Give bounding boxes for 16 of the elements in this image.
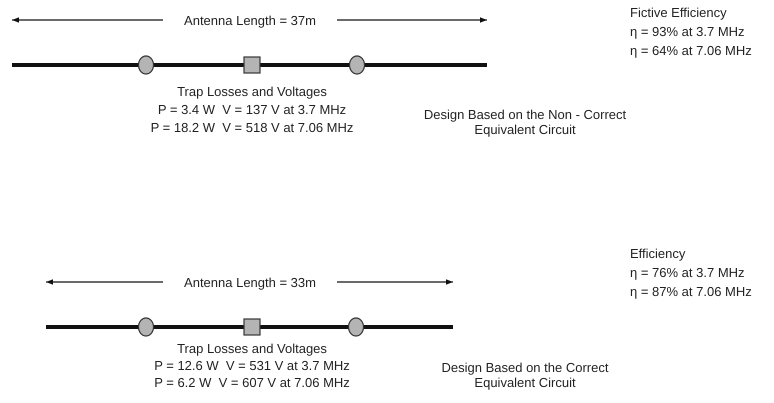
efficiency-value: η = 76% at 3.7 MHz bbox=[630, 265, 745, 280]
trap-value: P = 6.2 W V = 607 V at 7.06 MHz bbox=[154, 375, 350, 390]
efficiency-heading: Fictive Efficiency bbox=[630, 5, 727, 20]
design-note: Design Based on the Correct Equivalent Circuit bbox=[440, 360, 610, 390]
efficiency-heading: Efficiency bbox=[630, 246, 686, 261]
efficiency-value: η = 93% at 3.7 MHz bbox=[630, 24, 745, 39]
trap-value: P = 3.4 W V = 137 V at 3.7 MHz bbox=[158, 102, 346, 117]
length-label: Antenna Length = 37m bbox=[184, 13, 316, 28]
design-note: Design Based on the Non - Correct Equivalent Circuit bbox=[422, 107, 628, 137]
trap-value: P = 12.6 W V = 531 V at 3.7 MHz bbox=[154, 358, 350, 373]
efficiency-value: η = 64% at 7.06 MHz bbox=[630, 43, 752, 58]
length-label: Antenna Length = 33m bbox=[184, 275, 316, 290]
trap-heading: Trap Losses and Voltages bbox=[177, 341, 327, 356]
efficiency-value: η = 87% at 7.06 MHz bbox=[630, 284, 752, 299]
trap-value: P = 18.2 W V = 518 V at 7.06 MHz bbox=[150, 120, 354, 135]
trap-heading: Trap Losses and Voltages bbox=[177, 84, 327, 99]
